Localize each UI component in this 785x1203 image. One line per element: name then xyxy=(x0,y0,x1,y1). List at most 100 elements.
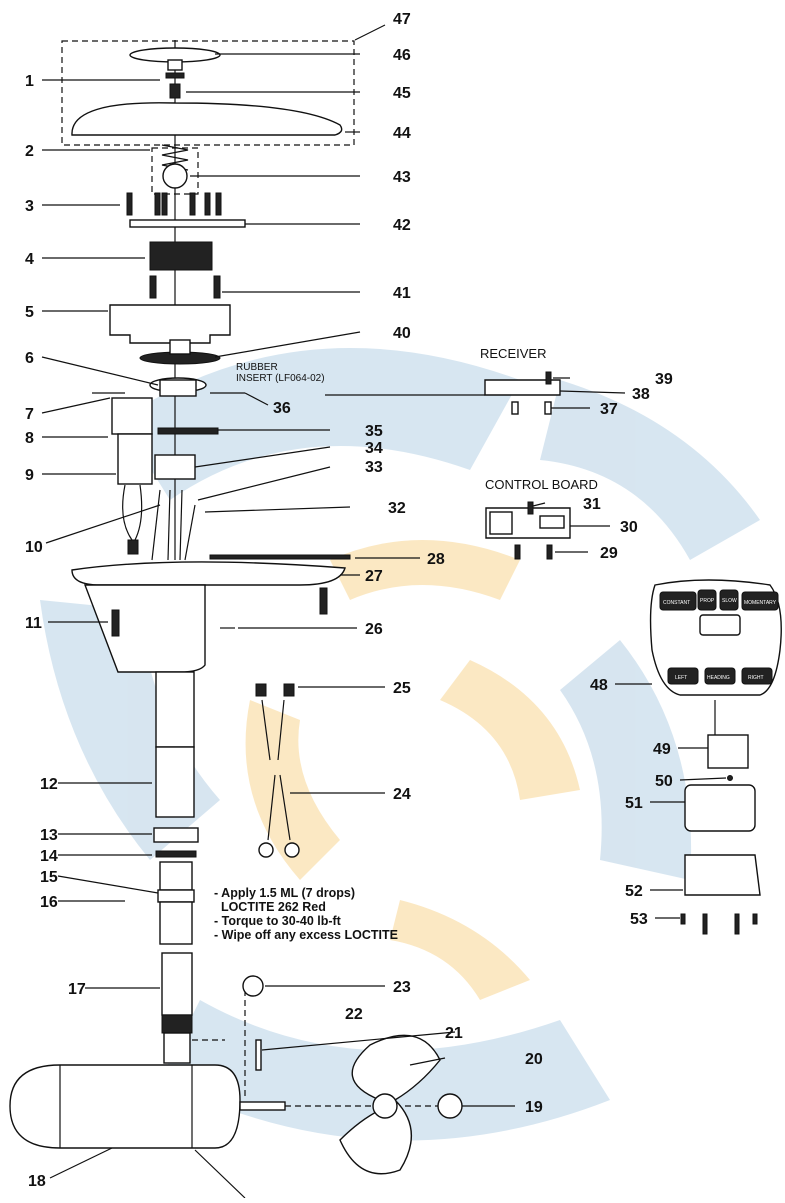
part-39-screw xyxy=(545,371,552,385)
part-49-board xyxy=(707,734,749,769)
label-38: 38 xyxy=(632,386,650,403)
part-44-cover xyxy=(71,102,343,136)
label-12: 12 xyxy=(40,776,58,793)
part-43-box xyxy=(151,147,199,195)
part-28-rod xyxy=(209,554,351,560)
remote-button-labels: CONSTANT PROP SLOW MOMENTARY LEFT HEADIN… xyxy=(663,598,777,681)
part-3-screws xyxy=(126,192,222,216)
label-24: 24 xyxy=(393,786,411,803)
label-23: 23 xyxy=(393,979,411,996)
part-14-ring xyxy=(155,850,197,858)
part-51-gasket xyxy=(684,784,756,832)
part-45-screw xyxy=(169,83,181,99)
prop-hub xyxy=(372,1093,398,1119)
part-13-collar xyxy=(153,827,199,843)
label-8: 8 xyxy=(25,430,34,447)
remote-btn-right xyxy=(741,667,773,685)
label-28: 28 xyxy=(427,551,445,568)
label-40: 40 xyxy=(393,325,411,342)
label-22: 22 xyxy=(345,1006,363,1023)
label-4: 4 xyxy=(25,251,34,268)
part-18-motor-pod xyxy=(9,1064,241,1149)
board-switch xyxy=(489,511,513,535)
part-25-lead xyxy=(261,699,285,761)
leader-lines xyxy=(41,24,727,1179)
remote-label-right: RIGHT xyxy=(748,675,764,681)
remote-btn-heading xyxy=(704,667,736,685)
part-16-clamp xyxy=(157,889,195,903)
label-45: 45 xyxy=(393,85,411,102)
label-48: 48 xyxy=(590,677,608,694)
label-36: 36 xyxy=(273,400,291,417)
remote-label-constant: CONSTANT xyxy=(663,600,690,606)
label-47: 47 xyxy=(393,11,411,28)
label-41: 41 xyxy=(393,285,411,302)
label-44: 44 xyxy=(393,125,411,142)
label-7: 7 xyxy=(25,406,34,423)
label-6: 6 xyxy=(25,350,34,367)
part-21-pin xyxy=(255,1039,262,1071)
part-9-motor xyxy=(117,433,153,485)
label-9: 9 xyxy=(25,467,34,484)
remote-label-momentary: MOMENTARY xyxy=(744,600,777,606)
part-15-shaft xyxy=(159,861,193,891)
label-31: 31 xyxy=(583,496,601,513)
label-46: 46 xyxy=(393,47,411,64)
part-46-stem xyxy=(167,59,183,71)
part-12-shaft-top xyxy=(155,671,195,748)
part-40-hub xyxy=(169,339,191,355)
label-14: 14 xyxy=(40,848,58,865)
part-6-body xyxy=(159,379,197,397)
label-5: 5 xyxy=(25,304,34,321)
pod-skeg xyxy=(194,1149,246,1199)
part-38-receiver xyxy=(484,379,561,396)
label-10: 10 xyxy=(25,539,43,556)
label-32: 32 xyxy=(388,500,406,517)
part-number-labels: 1 2 3 4 5 6 7 8 9 10 11 12 13 14 15 16 1… xyxy=(25,11,673,1190)
note-line-2: LOCTITE 262 Red xyxy=(214,900,326,914)
label-16: 16 xyxy=(40,894,58,911)
part-53-screws xyxy=(680,913,758,935)
label-30: 30 xyxy=(620,519,638,536)
rubber-insert-label-line2: INSERT (LF064-02) xyxy=(236,373,325,384)
note-line-4: - Wipe off any excess LOCTITE xyxy=(214,928,398,942)
label-17: 17 xyxy=(68,981,86,998)
remote-label-slow: SLOW xyxy=(722,598,737,604)
part-50-screw xyxy=(727,775,733,781)
part-23-washer xyxy=(242,975,264,997)
label-13: 13 xyxy=(40,827,58,844)
note-line-3: - Torque to 30-40 lb-ft xyxy=(214,914,342,928)
part-12-sleeve xyxy=(155,746,195,818)
prop-shaft xyxy=(239,1101,286,1111)
label-20: 20 xyxy=(525,1051,543,1068)
part-37-standoff-a xyxy=(511,401,519,415)
label-35: 35 xyxy=(365,423,383,440)
label-18: 18 xyxy=(28,1173,46,1190)
part-29-screw-a xyxy=(514,544,521,560)
part-34-bushing xyxy=(154,454,196,480)
remote-btn-constant xyxy=(659,591,697,611)
part-8-bracket xyxy=(111,397,153,435)
label-39: 39 xyxy=(655,371,673,388)
receiver-label: RECEIVER xyxy=(480,346,546,361)
label-27: 27 xyxy=(365,568,383,585)
label-53: 53 xyxy=(630,911,648,928)
part-41-screw-b xyxy=(213,275,221,299)
remote-btn-slow xyxy=(719,589,739,611)
label-43: 43 xyxy=(393,169,411,186)
part-5-housing xyxy=(109,304,231,344)
label-25: 25 xyxy=(393,680,411,697)
remote-btn-momentary xyxy=(741,591,779,611)
remote-window xyxy=(699,614,741,636)
label-37: 37 xyxy=(600,401,618,418)
label-21: 21 xyxy=(445,1025,463,1042)
remote-label-left: LEFT xyxy=(675,675,687,681)
label-52: 52 xyxy=(625,883,643,900)
label-34: 34 xyxy=(365,440,383,457)
label-3: 3 xyxy=(25,198,34,215)
control-board-label: CONTROL BOARD xyxy=(485,477,598,492)
label-33: 33 xyxy=(365,459,383,476)
board-chip xyxy=(539,515,565,529)
